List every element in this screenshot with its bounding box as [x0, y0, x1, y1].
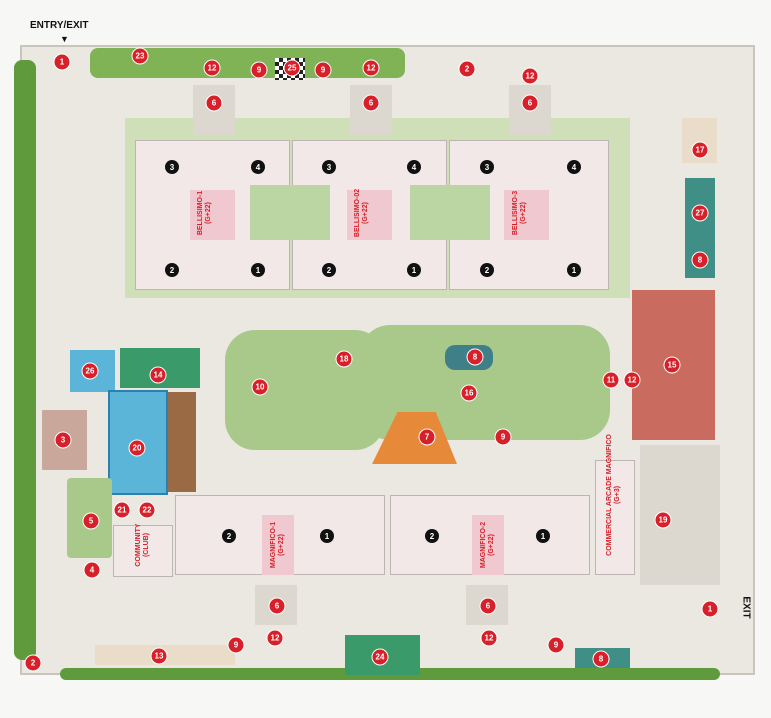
amenity-marker: 12 — [521, 67, 539, 85]
amenity-marker: 2 — [458, 60, 476, 78]
amenity-marker: 16 — [460, 384, 478, 402]
amenity-marker: 8 — [691, 251, 709, 269]
amenity-marker: 15 — [663, 356, 681, 374]
amenity-marker: 2 — [24, 654, 42, 672]
core-3 — [504, 190, 549, 240]
amenity-marker: 26 — [81, 362, 99, 380]
amenity-marker: 14 — [149, 366, 167, 384]
amenity-marker: 1 — [701, 600, 719, 618]
amenity-marker: 9 — [314, 61, 332, 79]
amenity-marker: 8 — [466, 348, 484, 366]
amenity-marker: 17 — [691, 141, 709, 159]
tower-name: MAGNIFICO-1 — [270, 521, 277, 569]
amenity-marker: 7 — [418, 428, 436, 446]
core-m1 — [262, 515, 294, 575]
unit-marker: 2 — [222, 529, 236, 543]
amenity-marker: 1 — [53, 53, 71, 71]
tower-label: MAGNIFICO-1(G+22) — [270, 522, 286, 568]
core-1 — [190, 190, 235, 240]
amenity-marker: 12 — [266, 629, 284, 647]
boundary-hedge-left — [14, 60, 36, 660]
tower-name: COMMUNITY — [135, 523, 142, 567]
unit-marker: 3 — [480, 160, 494, 174]
tower-label: BELLISIMO-02(G+22) — [354, 189, 370, 237]
amenity-marker: 9 — [250, 61, 268, 79]
amenity-marker: 9 — [547, 636, 565, 654]
exit-label: EXIT — [740, 596, 752, 619]
courtyard-1 — [250, 185, 330, 240]
unit-marker: 2 — [165, 263, 179, 277]
amenity-marker: 5 — [82, 512, 100, 530]
unit-marker: 2 — [322, 263, 336, 277]
unit-marker: 4 — [407, 160, 421, 174]
tower-floors: (CLUB) — [143, 532, 150, 558]
tower-floors: (G+22) — [278, 534, 285, 556]
amenity-marker: 25 — [283, 59, 301, 77]
amenity-marker: 4 — [83, 561, 101, 579]
amenity-marker: 6 — [205, 94, 223, 112]
tower-name: MAGNIFICO-2 — [480, 521, 487, 569]
amenity-marker: 6 — [268, 597, 286, 615]
entry-exit-label: ENTRY/EXIT — [30, 20, 89, 31]
unit-marker: 3 — [322, 160, 336, 174]
unit-marker: 1 — [320, 529, 334, 543]
tower-floors: (G+22) — [205, 202, 212, 224]
amenity-marker: 9 — [494, 428, 512, 446]
amenity-marker: 23 — [131, 47, 149, 65]
unit-marker: 2 — [480, 263, 494, 277]
tower-label: BELLISIMO-1(G+22) — [197, 191, 213, 235]
unit-marker: 1 — [407, 263, 421, 277]
unit-marker: 3 — [165, 160, 179, 174]
amenity-marker: 27 — [691, 204, 709, 222]
commercial-arcade — [595, 460, 635, 575]
courtyard-2 — [410, 185, 490, 240]
tower-floors: (G+22) — [488, 534, 495, 556]
tower-label: BELLISIMO-3(G+22) — [512, 191, 528, 235]
unit-marker: 4 — [567, 160, 581, 174]
amenity-marker: 13 — [150, 647, 168, 665]
amenity-marker: 9 — [227, 636, 245, 654]
tower-name: COMMERCIAL ARCADE MAGNIFICO — [606, 434, 613, 556]
amenity-marker: 8 — [592, 650, 610, 668]
amenity-marker: 12 — [480, 629, 498, 647]
community-club — [113, 525, 173, 577]
unit-marker: 4 — [251, 160, 265, 174]
amenity-marker: 11 — [602, 371, 620, 389]
amenity-marker: 19 — [654, 511, 672, 529]
amenity-marker: 3 — [54, 431, 72, 449]
core-2 — [347, 190, 392, 240]
core-m2 — [472, 515, 504, 575]
unit-marker: 1 — [251, 263, 265, 277]
amenity-marker: 6 — [521, 94, 539, 112]
amenity-marker: 6 — [479, 597, 497, 615]
tower-label: COMMUNITY(CLUB) — [135, 523, 151, 566]
amenity-marker: 12 — [203, 59, 221, 77]
tower-floors: (G+3) — [614, 485, 621, 505]
unit-marker: 1 — [536, 529, 550, 543]
amenity-marker: 12 — [362, 59, 380, 77]
pool-deck — [168, 392, 196, 492]
amenity-marker: 21 — [113, 501, 131, 519]
tower-name: BELLISIMO-1 — [197, 190, 204, 236]
amenity-marker: 20 — [128, 439, 146, 457]
unit-marker: 1 — [567, 263, 581, 277]
amenity-marker: 18 — [335, 350, 353, 368]
tower-name: BELLISIMO-02 — [354, 188, 361, 238]
tower-floors: (G+22) — [520, 202, 527, 224]
parking-19 — [640, 445, 720, 585]
entry-arrow-icon: ▼ — [60, 34, 69, 44]
tower-floors: (G+22) — [362, 202, 369, 224]
amenity-marker: 12 — [623, 371, 641, 389]
tower-label: COMMERCIAL ARCADE MAGNIFICO(G+3) — [606, 434, 622, 556]
tower-name: BELLISIMO-3 — [512, 190, 519, 236]
amenity-marker: 10 — [251, 378, 269, 396]
unit-marker: 2 — [425, 529, 439, 543]
tower-label: MAGNIFICO-2(G+22) — [480, 522, 496, 568]
amenity-marker: 6 — [362, 94, 380, 112]
amenity-marker: 24 — [371, 648, 389, 666]
amenity-marker: 22 — [138, 501, 156, 519]
